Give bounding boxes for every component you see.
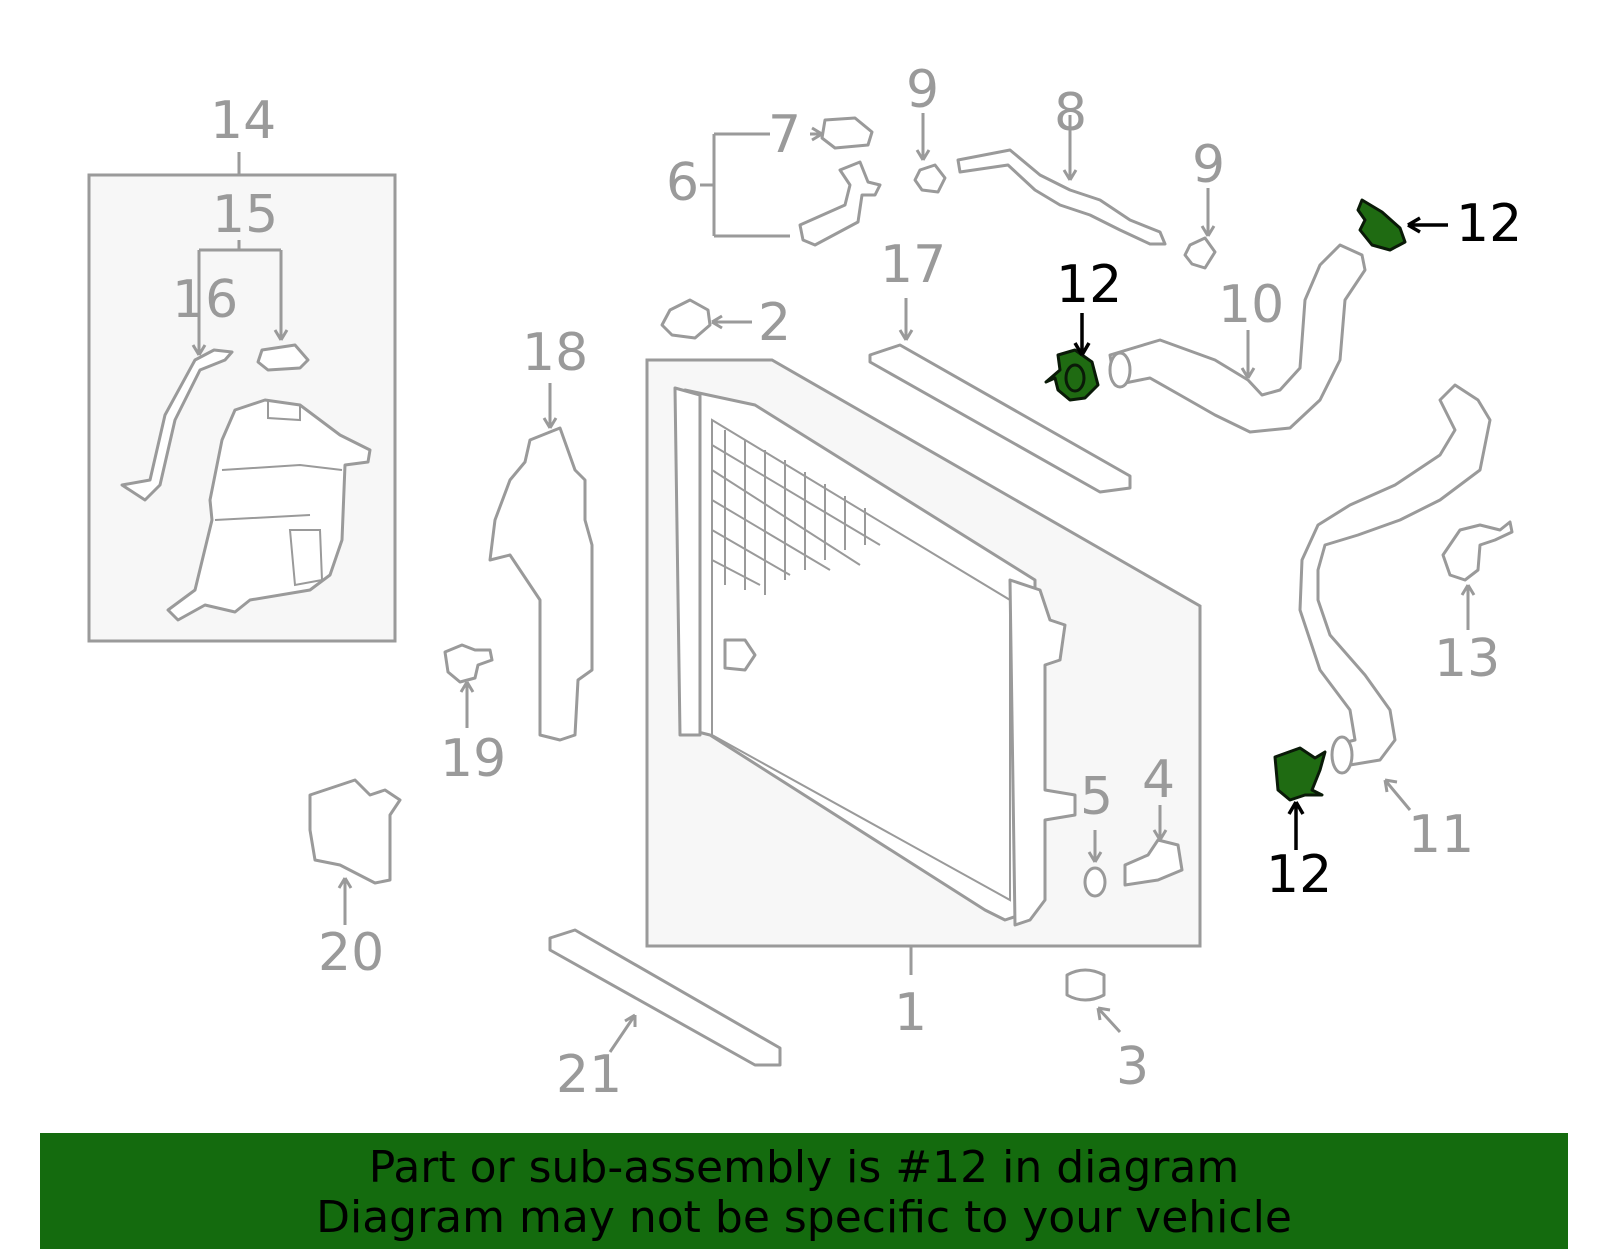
- label-21: 21: [556, 1045, 622, 1105]
- label-6: 6: [666, 153, 699, 213]
- bypass-hose: [956, 148, 1167, 246]
- label-18: 18: [522, 323, 588, 383]
- label-7: 7: [768, 105, 801, 165]
- label-19: 19: [440, 729, 506, 789]
- label-8: 8: [1054, 83, 1087, 143]
- label-5: 5: [1080, 767, 1113, 827]
- highlighted-hose-clamp-3: [1273, 746, 1327, 850]
- hose-clamp: [1183, 236, 1217, 270]
- label-16: 16: [172, 270, 238, 330]
- overflow-hose: [120, 348, 234, 502]
- filler-cap: [820, 116, 874, 150]
- highlighted-hose-clamp-2: [1356, 198, 1448, 252]
- o-ring: [1083, 866, 1107, 898]
- radiator-cushion: [1065, 968, 1106, 1002]
- reservoir-assembly: [87, 152, 397, 643]
- upper-radiator-hose: [1108, 243, 1367, 434]
- label-12-bottom: 12: [1266, 845, 1332, 905]
- radiator-assembly: [645, 358, 1202, 975]
- radiator-core-grid: [711, 430, 881, 595]
- filler-neck: [798, 160, 882, 247]
- air-deflector: [308, 778, 402, 885]
- coolant-reservoir-tank: [166, 398, 372, 622]
- label-3: 3: [1116, 1037, 1149, 1097]
- label-2: 2: [758, 293, 791, 353]
- highlighted-hose-clamp-1: [1044, 313, 1100, 402]
- info-banner: Part or sub-assembly is #12 in diagram D…: [40, 1133, 1568, 1249]
- label-13: 13: [1434, 629, 1500, 689]
- air-guide: [488, 426, 594, 742]
- label-14: 14: [210, 91, 276, 151]
- drain-cock: [1123, 838, 1184, 887]
- label-15: 15: [212, 185, 278, 245]
- retainer-clip: [443, 643, 494, 684]
- label-17: 17: [880, 235, 946, 295]
- lower-radiator-support: [548, 928, 782, 1067]
- label-12-right: 12: [1456, 194, 1522, 254]
- label-4: 4: [1142, 750, 1175, 810]
- label-9a: 9: [906, 60, 939, 120]
- label-12-top: 12: [1056, 255, 1122, 315]
- lower-radiator-hose: [1298, 383, 1492, 767]
- upper-radiator-support: [868, 343, 1132, 494]
- label-10: 10: [1218, 275, 1284, 335]
- radiator-cap: [660, 298, 712, 340]
- label-20: 20: [318, 923, 384, 983]
- reservoir-cap: [256, 343, 310, 372]
- banner-line-1: Part or sub-assembly is #12 in diagram: [368, 1142, 1240, 1193]
- hose-bracket: [1441, 520, 1514, 582]
- label-1: 1: [894, 983, 927, 1043]
- label-9b: 9: [1192, 135, 1225, 195]
- banner-line-2: Diagram may not be specific to your vehi…: [316, 1192, 1292, 1243]
- label-11: 11: [1408, 805, 1474, 865]
- hose-clamp: [913, 163, 947, 194]
